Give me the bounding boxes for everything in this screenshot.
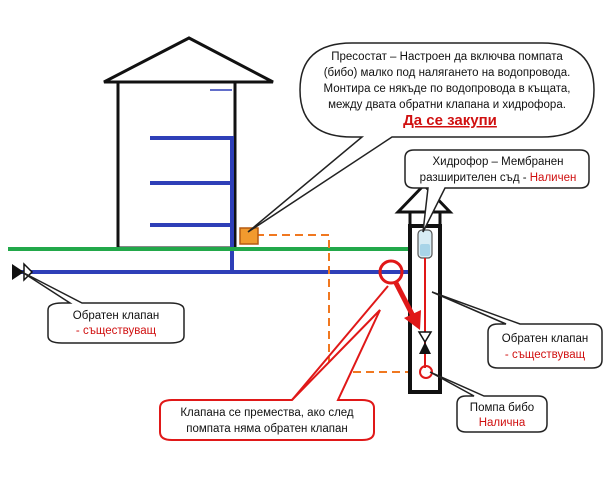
move-valve-callout: Клапана се премества, ако след помпата н… <box>159 285 389 441</box>
hydrophore-status: Наличен <box>530 172 577 184</box>
pressostat-line1: Пресостат – Настроен да включва помпата <box>331 51 563 63</box>
relocation-arrow <box>393 281 421 330</box>
pressostat <box>239 227 259 245</box>
hydrophore-line2-prefix: разширителен съд - <box>420 172 530 184</box>
pressostat-action: Да се закупи <box>403 112 497 129</box>
pressostat-line4: между двата обратни клапана и хидрофора. <box>328 99 566 111</box>
check-valve-right-symbol <box>417 331 433 354</box>
check-valve-right-line1: Обратен клапан <box>502 333 588 345</box>
pressostat-callout: Пресостат – Настроен да включва помпата … <box>247 42 595 233</box>
pump-callout: Помпа бибо Налична <box>429 371 548 433</box>
pump-symbol <box>419 365 433 379</box>
move-valve-line2: помпата няма обратен клапан <box>186 423 348 435</box>
check-valve-right-callout: Обратен клапан - съществуващ <box>431 291 603 369</box>
house-body <box>116 80 237 250</box>
pump-line2: Налична <box>479 417 526 429</box>
move-valve-pointer <box>291 285 389 401</box>
house-roof <box>103 36 274 84</box>
check-valve-left-callout: Обратен клапан - съществуващ <box>21 271 185 344</box>
check-valve-right-line2: - съществуващ <box>505 349 586 361</box>
pressostat-line2: (бибо) малко под налягането на водопрово… <box>324 67 571 79</box>
pressostat-line3: Монтира се някъде по водопровода в къщат… <box>324 83 571 95</box>
move-valve-line1: Клапана се премества, ако след <box>180 407 354 419</box>
house <box>103 36 274 273</box>
check-valve-left-line2: - съществуващ <box>76 325 157 337</box>
hydrophore-water <box>420 244 430 256</box>
hydrophore-line2: разширителен съд - Наличен <box>420 172 577 184</box>
hydrophore-callout: Хидрофор – Мембранен разширителен съд - … <box>404 149 590 233</box>
check-valve-left-line1: Обратен клапан <box>73 310 159 322</box>
valve-origin-marker <box>378 259 404 285</box>
pump-line1: Помпа бибо <box>470 402 534 414</box>
hydrophore-line1: Хидрофор – Мембранен <box>433 156 564 168</box>
